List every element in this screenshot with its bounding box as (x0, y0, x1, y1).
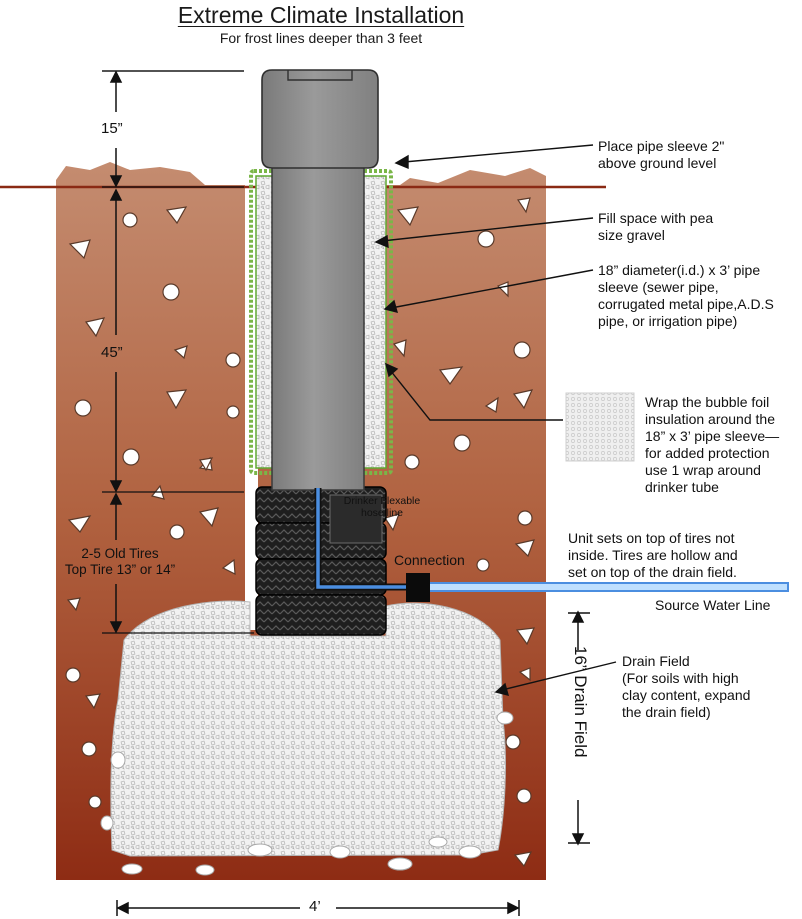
stone (513, 341, 531, 359)
stone (392, 339, 407, 358)
leader-lines (374, 144, 617, 696)
stone (496, 281, 509, 298)
drain-stone (329, 845, 351, 859)
stone (68, 239, 91, 260)
callout-insulation: Wrap the bubble foil insulation around t… (645, 394, 780, 495)
stone (162, 283, 180, 301)
dimension-lines (102, 70, 590, 916)
stone (88, 795, 102, 809)
stone (477, 230, 495, 248)
callout-pipe-sleeve-height: Place pipe sleeve 2" above ground level (598, 138, 725, 171)
stone (516, 788, 532, 804)
stone (166, 389, 188, 410)
stone (515, 627, 535, 646)
bubble-foil-sample (565, 392, 635, 462)
drain-stone (428, 836, 448, 848)
drain-stone (121, 863, 143, 875)
stone (165, 206, 188, 225)
stone (396, 206, 419, 227)
drinker-cap-lid (287, 70, 353, 81)
stone (169, 524, 185, 540)
diagram-title: Extreme Climate Installation (177, 2, 465, 28)
stone (221, 558, 236, 576)
drinker-cap (261, 69, 379, 169)
stone (438, 366, 464, 386)
stone (81, 741, 97, 757)
sleeve-depth-measurement: 45” (101, 344, 123, 361)
drain-field (100, 600, 514, 876)
drinker-unit (261, 69, 379, 491)
stone (505, 734, 521, 750)
tires-measurement: 2-5 Old Tires Top Tire 13” or 14” (64, 546, 176, 577)
tire (255, 594, 387, 636)
drain-field-depth-label: 16” Drain Field (571, 646, 590, 758)
callout-tires-note: Unit sets on top of tires not inside. Ti… (568, 530, 738, 580)
stone (476, 558, 490, 572)
drain-stone (110, 751, 126, 769)
stone (404, 454, 420, 470)
stone (484, 396, 499, 413)
width-measurement: 4’ (309, 898, 321, 915)
connection-coupler (406, 573, 430, 602)
stone (512, 389, 534, 410)
drinker-tube (271, 159, 365, 491)
drain-stone (458, 845, 482, 859)
stone (66, 597, 81, 612)
stone (173, 345, 188, 360)
stone (518, 667, 531, 682)
stone (122, 212, 138, 228)
callout-source-water: Source Water Line (655, 597, 771, 613)
above-ground-measurement: 15” (101, 120, 123, 137)
drain-stone (387, 857, 413, 871)
drain-stone (100, 815, 114, 831)
source-water-line (427, 582, 789, 592)
callout-sleeve-spec: 18” diameter(i.d.) x 3’ pipe sleeve (sew… (598, 262, 774, 329)
callout-gravel: Fill space with pea size gravel (598, 210, 714, 243)
stone (122, 448, 140, 466)
soil-stones (65, 197, 535, 868)
stone (65, 667, 81, 683)
stone (517, 510, 533, 526)
stone (84, 317, 106, 338)
drain-stone (195, 864, 215, 876)
stone (226, 405, 240, 419)
tire-hollow (329, 494, 383, 544)
stone (514, 539, 535, 558)
hose-line-inner (316, 488, 410, 589)
drain-field-gravel (110, 600, 506, 857)
stone (225, 352, 241, 368)
stone (516, 197, 531, 214)
callout-hose: Drinker Flexable hose line (343, 495, 421, 519)
stone (384, 513, 400, 532)
stone (67, 515, 92, 533)
stone (74, 399, 92, 417)
stone (513, 851, 533, 868)
drain-stone (247, 843, 273, 857)
callout-connection: Connection (394, 552, 465, 568)
drain-stone (496, 711, 514, 725)
stone (453, 434, 471, 452)
stone (199, 457, 214, 472)
callout-drain-field: Drain Field (For soils with high clay co… (622, 653, 751, 720)
stone (84, 693, 101, 710)
stone (198, 507, 219, 528)
water-lines (314, 488, 789, 602)
diagram-subtitle: For frost lines deeper than 3 feet (219, 30, 423, 46)
